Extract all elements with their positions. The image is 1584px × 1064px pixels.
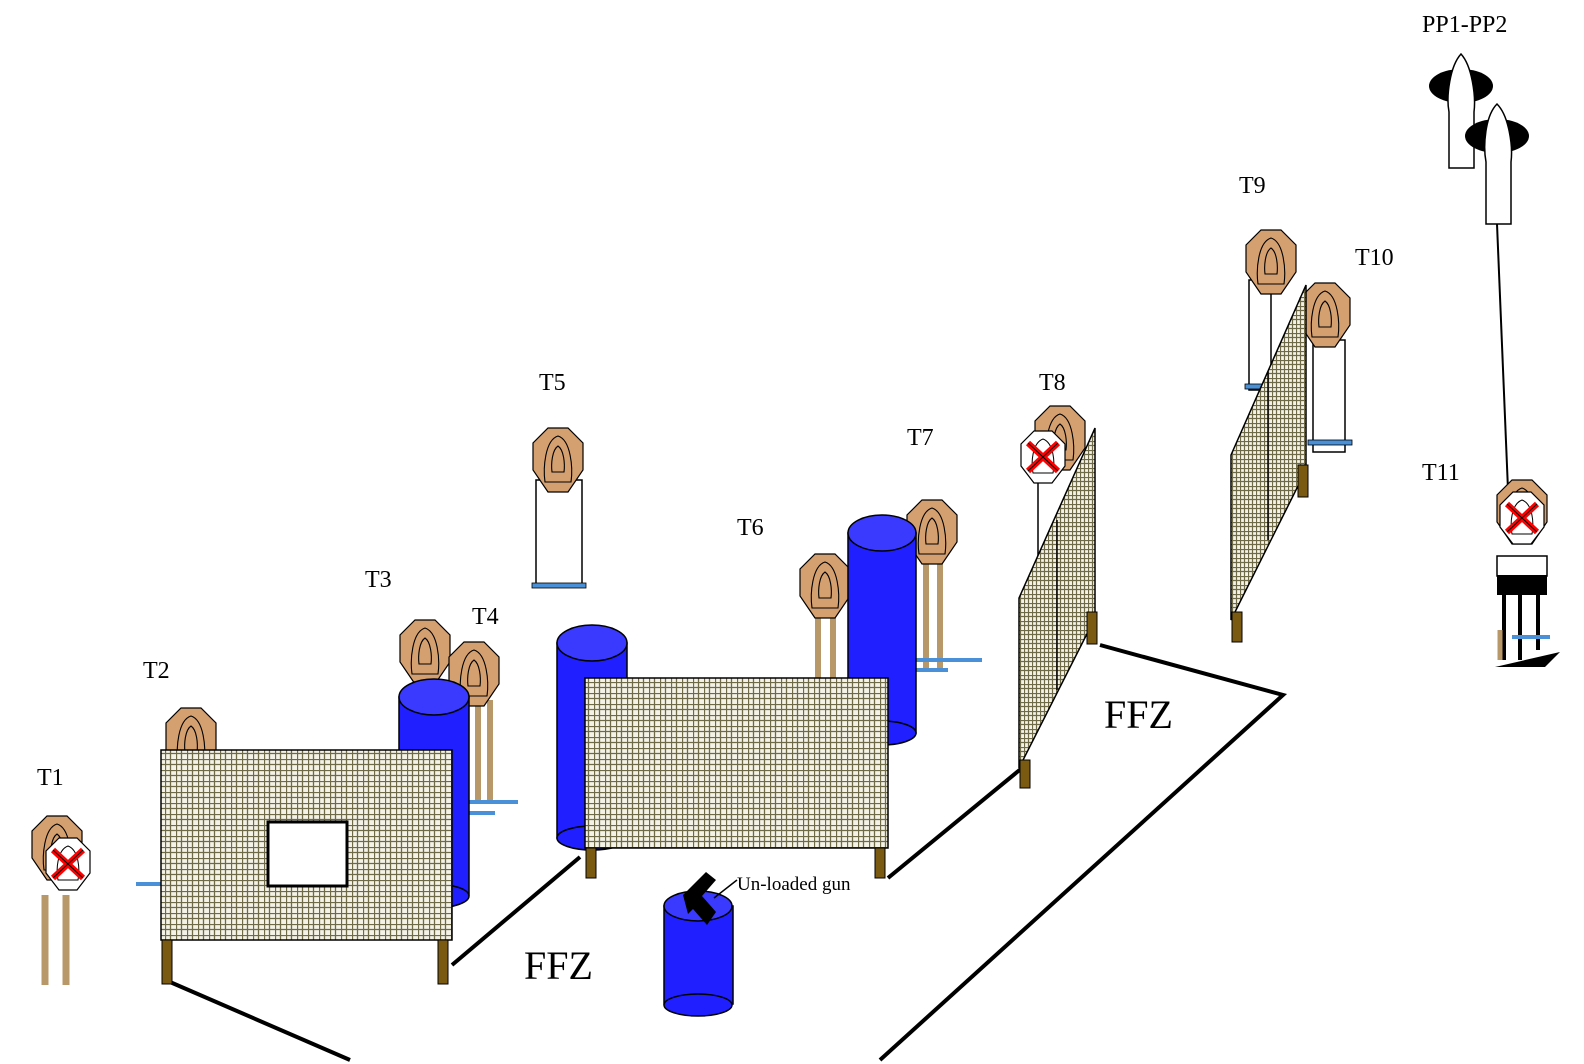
wall-angled-t8	[1018, 427, 1098, 789]
target-t2	[136, 707, 217, 886]
label-ffz-left: FFZ	[524, 943, 593, 988]
wall-left	[160, 749, 453, 985]
label-t2: T2	[143, 658, 170, 684]
label-t7: T7	[907, 425, 934, 451]
label-t1: T1	[37, 765, 64, 791]
label-t8: T8	[1039, 370, 1066, 396]
label-t10: T10	[1355, 245, 1394, 271]
popper-activation-cable	[1496, 223, 1509, 491]
label-t5: T5	[539, 370, 566, 396]
label-t3: T3	[365, 567, 392, 593]
label-t6: T6	[737, 515, 764, 541]
target-t6	[799, 553, 851, 690]
target-t11	[1495, 479, 1560, 667]
target-t1	[31, 815, 90, 985]
label-t4: T4	[472, 604, 499, 630]
wall-angled-t9	[1230, 284, 1309, 643]
fault-line-left	[169, 855, 582, 1062]
label-ffz-right: FFZ	[1104, 692, 1173, 737]
label-t11: T11	[1422, 460, 1460, 486]
target-t10	[1299, 282, 1353, 453]
unloaded-gun-icon	[683, 872, 738, 925]
wall-center	[584, 677, 889, 879]
label-pp1-pp2: PP1-PP2	[1422, 12, 1507, 38]
popper-pp2	[1465, 102, 1529, 225]
fault-line-right	[878, 643, 1288, 1062]
label-t9: T9	[1239, 173, 1266, 199]
label-unloaded-gun: Un-loaded gun	[737, 874, 851, 895]
target-t5	[531, 427, 587, 589]
